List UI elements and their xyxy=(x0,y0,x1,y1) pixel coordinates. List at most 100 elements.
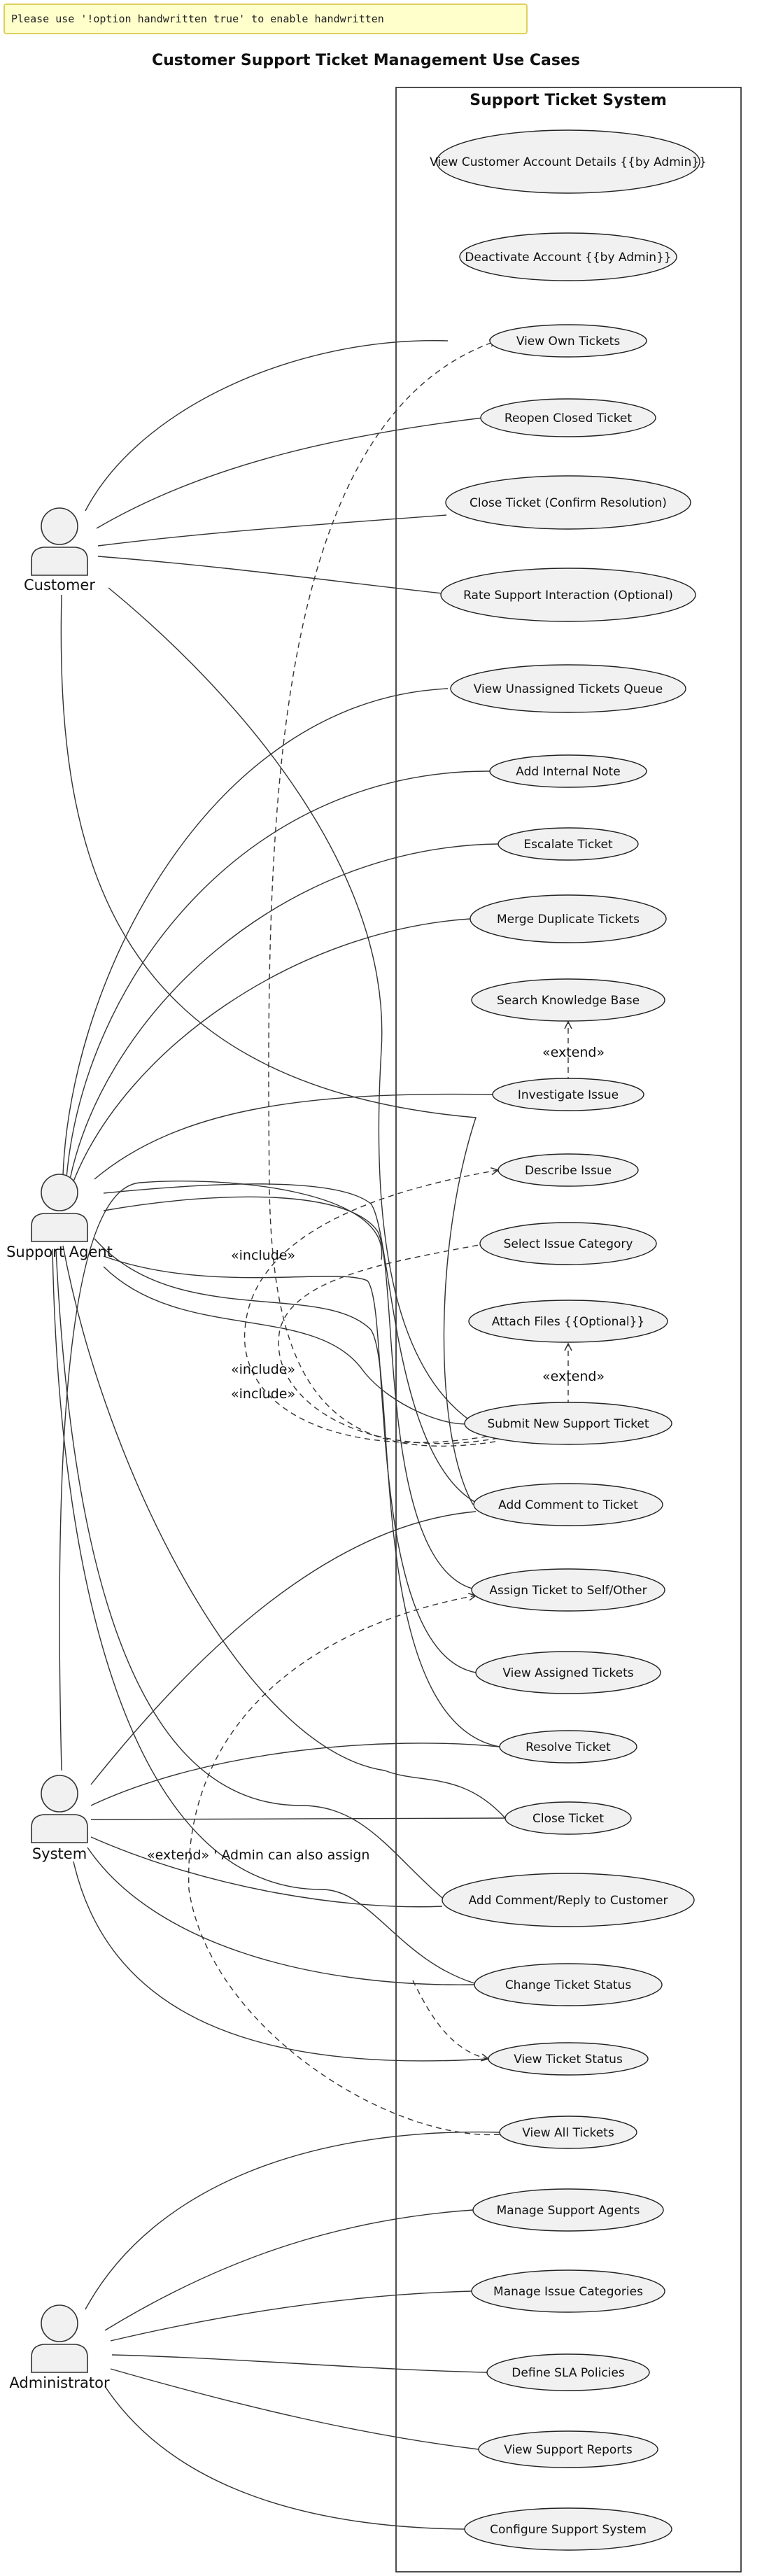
use-case[interactable]: Escalate Ticket xyxy=(498,827,639,861)
use-case-label: Search Knowledge Base xyxy=(497,994,640,1008)
use-case[interactable]: Describe Issue xyxy=(498,1153,639,1187)
use-case-label: Add Comment to Ticket xyxy=(498,1498,638,1512)
use-case[interactable]: Manage Support Agents xyxy=(472,2188,664,2232)
actor-label: Customer xyxy=(24,577,95,593)
system-boundary: Support Ticket System xyxy=(395,87,742,2573)
use-case[interactable]: Resolve Ticket xyxy=(499,1730,637,1764)
use-case[interactable]: View Unassigned Tickets Queue xyxy=(450,664,686,713)
use-case-label: Change Ticket Status xyxy=(505,1978,632,1992)
actor-icon xyxy=(41,1775,78,1813)
include-view-own xyxy=(268,341,497,1447)
use-case-label: View Assigned Tickets xyxy=(502,1666,633,1680)
label-extend-knowledge: «extend» xyxy=(542,1045,605,1060)
use-case-label: Escalate Ticket xyxy=(523,838,613,852)
assoc-system-resolve xyxy=(90,1743,500,1806)
use-case[interactable]: Rate Support Interaction (Optional) xyxy=(440,568,696,622)
system-title: Support Ticket System xyxy=(470,92,667,109)
use-case[interactable]: View Own Tickets xyxy=(489,324,647,358)
assoc-agent-close xyxy=(62,1245,506,1819)
use-case-label: View All Tickets xyxy=(522,2126,614,2140)
assoc-admin-sla xyxy=(111,2354,488,2373)
use-case-label: Manage Issue Categories xyxy=(493,2285,643,2299)
use-case[interactable]: Search Knowledge Base xyxy=(471,978,665,1022)
assoc-admin-reports xyxy=(110,2368,479,2450)
actor-icon xyxy=(41,1174,78,1211)
use-case[interactable]: View Support Reports xyxy=(478,2430,658,2468)
assoc-system-change-status xyxy=(87,1847,475,1985)
assoc-agent-change-status xyxy=(52,1248,475,1984)
assoc-agent-escalate xyxy=(69,843,499,1180)
use-case-label: Define SLA Policies xyxy=(511,2366,625,2380)
include-category xyxy=(278,1241,499,1444)
use-case-label: Assign Ticket to Self/Other xyxy=(489,1584,647,1598)
actor-label: Support Agent xyxy=(6,1244,113,1260)
use-case[interactable]: Change Ticket Status xyxy=(474,1963,663,2006)
use-case-label: Deactivate Account {{by Admin}} xyxy=(465,251,671,265)
use-case-label: Resolve Ticket xyxy=(525,1740,611,1754)
assoc-agent-view-assigned xyxy=(103,1255,477,1673)
use-case[interactable]: Configure Support System xyxy=(464,2507,672,2551)
use-case[interactable]: Add Comment/Reply to Customer xyxy=(442,1873,695,1927)
assoc-admin-configure xyxy=(104,2386,465,2530)
actor-icon xyxy=(41,507,78,545)
use-case[interactable]: Deactivate Account {{by Admin}} xyxy=(459,232,677,281)
actor-support-agent[interactable]: Support Agent xyxy=(6,1174,113,1260)
assoc-agent-resolve xyxy=(94,1238,500,1747)
use-case-label: Close Ticket xyxy=(532,1812,604,1826)
assoc-agent-internal-note xyxy=(66,770,491,1178)
handwritten-note: Please use '!option handwritten true' to… xyxy=(3,3,528,34)
use-case[interactable]: Reopen Closed Ticket xyxy=(480,398,656,437)
use-case[interactable]: Merge Duplicate Tickets xyxy=(470,894,667,943)
view-status-link xyxy=(412,1980,488,2059)
assoc-customer-submit xyxy=(108,587,471,1421)
diagram-title: Customer Support Ticket Management Use C… xyxy=(152,52,580,69)
assoc-customer-rate xyxy=(97,556,443,594)
use-case-label: Investigate Issue xyxy=(518,1088,619,1102)
use-case-label: Describe Issue xyxy=(525,1164,612,1178)
use-case[interactable]: Attach Files {{Optional}} xyxy=(468,1300,668,1343)
label-extend-attach: «extend» xyxy=(542,1369,605,1384)
use-case[interactable]: View Ticket Status xyxy=(488,2042,649,2076)
use-case-label: Manage Support Agents xyxy=(497,2204,640,2218)
use-case-label: Merge Duplicate Tickets xyxy=(497,913,640,927)
assoc-agent-submit xyxy=(103,1266,471,1425)
use-case-label: View Unassigned Tickets Queue xyxy=(474,682,663,696)
use-case-label: View Ticket Status xyxy=(514,2053,623,2067)
assoc-admin-manage-categories xyxy=(110,2290,472,2342)
use-case-label: Add Internal Note xyxy=(516,765,620,779)
dependencies xyxy=(188,341,568,2136)
label-include-3: «include» xyxy=(231,1386,295,1402)
use-case[interactable]: View Assigned Tickets xyxy=(475,1651,661,1694)
actor-label: System xyxy=(32,1845,87,1862)
actor-system[interactable]: System xyxy=(31,1775,88,1862)
use-case[interactable]: Submit New Support Ticket xyxy=(464,1402,672,1445)
label-extend-assign: «extend» ' Admin can also assign xyxy=(147,1847,369,1863)
use-case[interactable]: Manage Issue Categories xyxy=(471,2269,665,2313)
use-case-label: Submit New Support Ticket xyxy=(487,1417,649,1431)
use-case[interactable]: Close Ticket (Confirm Resolution) xyxy=(445,475,691,530)
assoc-customer-reopen xyxy=(96,417,484,529)
actor-customer[interactable]: Customer xyxy=(24,507,95,593)
actor-administrator[interactable]: Administrator xyxy=(9,2304,110,2391)
assoc-customer-close-confirm xyxy=(97,514,447,547)
use-case[interactable]: Close Ticket xyxy=(505,1801,632,1835)
use-case[interactable]: Assign Ticket to Self/Other xyxy=(471,1568,665,1612)
use-case[interactable]: Select Issue Category xyxy=(479,1222,657,1265)
label-include-2: «include» xyxy=(231,1362,295,1377)
use-case[interactable]: View All Tickets xyxy=(499,2116,637,2149)
use-case-label: Reopen Closed Ticket xyxy=(505,411,632,425)
actor-icon xyxy=(41,2304,78,2342)
use-case[interactable]: Investigate Issue xyxy=(492,1078,644,1111)
use-cases: View Customer Account Details {{by Admin… xyxy=(430,129,707,2551)
assoc-system-agent xyxy=(59,1181,383,1771)
label-include-1: «include» xyxy=(231,1248,295,1263)
use-case[interactable]: Define SLA Policies xyxy=(486,2353,650,2391)
use-case[interactable]: Add Comment to Ticket xyxy=(473,1483,663,1526)
use-case-label: Close Ticket (Confirm Resolution) xyxy=(470,496,667,510)
use-case[interactable]: View Customer Account Details {{by Admin… xyxy=(430,129,707,194)
assoc-customer-view-own xyxy=(85,339,449,512)
associations xyxy=(52,339,506,2530)
use-case-label: Select Issue Category xyxy=(504,1237,633,1251)
use-case[interactable]: Add Internal Note xyxy=(489,754,647,788)
